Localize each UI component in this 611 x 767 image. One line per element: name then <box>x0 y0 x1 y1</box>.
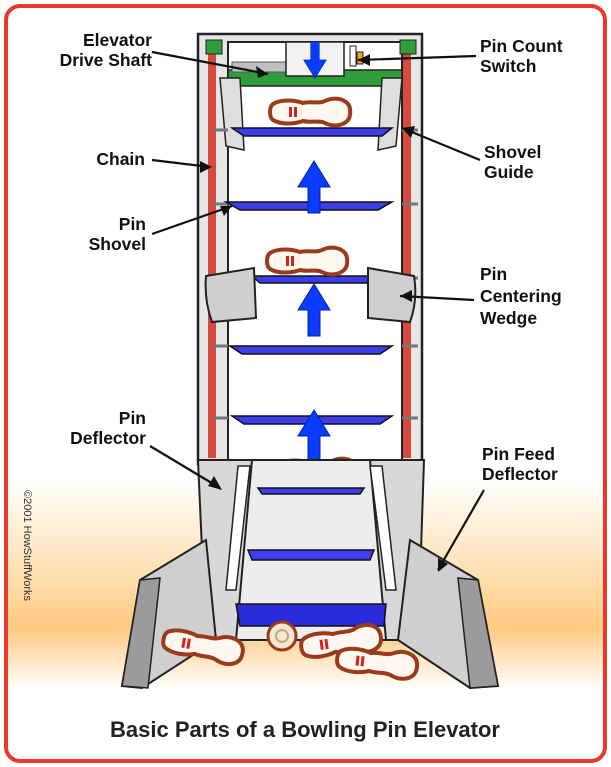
label-pin-shovel: Pin Shovel <box>89 214 146 254</box>
chain-right <box>403 40 411 458</box>
bowling-pin-icon <box>268 96 353 128</box>
svg-text:Pin: Pin <box>119 408 146 428</box>
svg-text:Centering: Centering <box>480 286 562 306</box>
bowling-pin-icon <box>265 245 350 277</box>
diagram-caption: Basic Parts of a Bowling Pin Elevator <box>110 717 500 742</box>
label-chain: Chain <box>96 149 145 169</box>
label-pin-feed-deflector: Pin Feed Deflector <box>482 444 558 484</box>
svg-text:Elevator: Elevator <box>83 30 152 50</box>
pin-count-switch <box>349 45 357 67</box>
leader-lines <box>149 50 485 571</box>
leader-arrowheads <box>200 54 448 572</box>
svg-text:Shovel: Shovel <box>89 234 146 254</box>
label-elevator-drive-shaft: Elevator Drive Shaft <box>60 30 153 70</box>
svg-text:Pin Count: Pin Count <box>480 36 563 56</box>
elevator-drive-shaft <box>227 41 403 87</box>
svg-text:Deflector: Deflector <box>70 428 146 448</box>
svg-text:Pin: Pin <box>119 214 146 234</box>
svg-text:Guide: Guide <box>484 162 534 182</box>
svg-text:Wedge: Wedge <box>480 308 537 328</box>
svg-text:Pin: Pin <box>480 264 507 284</box>
svg-text:Deflector: Deflector <box>482 464 558 484</box>
svg-text:Pin Feed: Pin Feed <box>482 444 555 464</box>
chain-left <box>208 40 216 458</box>
pin-centering-wedges <box>204 266 417 324</box>
svg-text:Drive Shaft: Drive Shaft <box>60 50 153 70</box>
svg-text:Switch: Switch <box>480 56 536 76</box>
svg-text:Chain: Chain <box>96 149 145 169</box>
label-pin-count-switch: Pin Count Switch <box>480 36 563 76</box>
svg-text:Shovel: Shovel <box>484 142 541 162</box>
label-pin-deflector: Pin Deflector <box>70 408 146 448</box>
copyright-text: ©2001 HowStuffWorks <box>21 490 33 602</box>
label-shovel-guide: Shovel Guide <box>484 142 541 182</box>
lower-shovels <box>235 487 387 627</box>
pin-deflector-plate <box>225 465 251 591</box>
bowling-ball-icon <box>266 620 298 652</box>
label-pin-centering-wedge: Pin Centering Wedge <box>480 264 562 328</box>
